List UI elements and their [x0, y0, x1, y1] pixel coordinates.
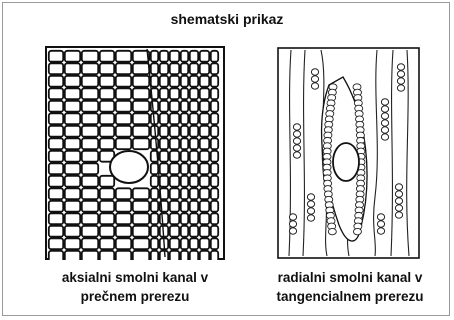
right-caption-line2: tangencialnem prerezu	[245, 287, 454, 306]
left-caption-line1: aksialni smolni kanal v	[20, 268, 250, 287]
left-figure-caption: aksialni smolni kanal v prečnem prerezu	[20, 268, 250, 306]
radial-resin-canal	[322, 77, 367, 241]
tangential-section-illustration	[277, 47, 420, 259]
right-figure-caption: radialni smolni kanal v tangencialnem pr…	[245, 268, 454, 306]
left-caption-line2: prečnem prerezu	[20, 287, 250, 306]
axial-resin-canal	[110, 151, 148, 183]
right-caption-line1: radialni smolni kanal v	[245, 268, 454, 287]
figure-title: shematski prikaz	[0, 11, 454, 27]
cross-section-illustration	[45, 46, 225, 260]
